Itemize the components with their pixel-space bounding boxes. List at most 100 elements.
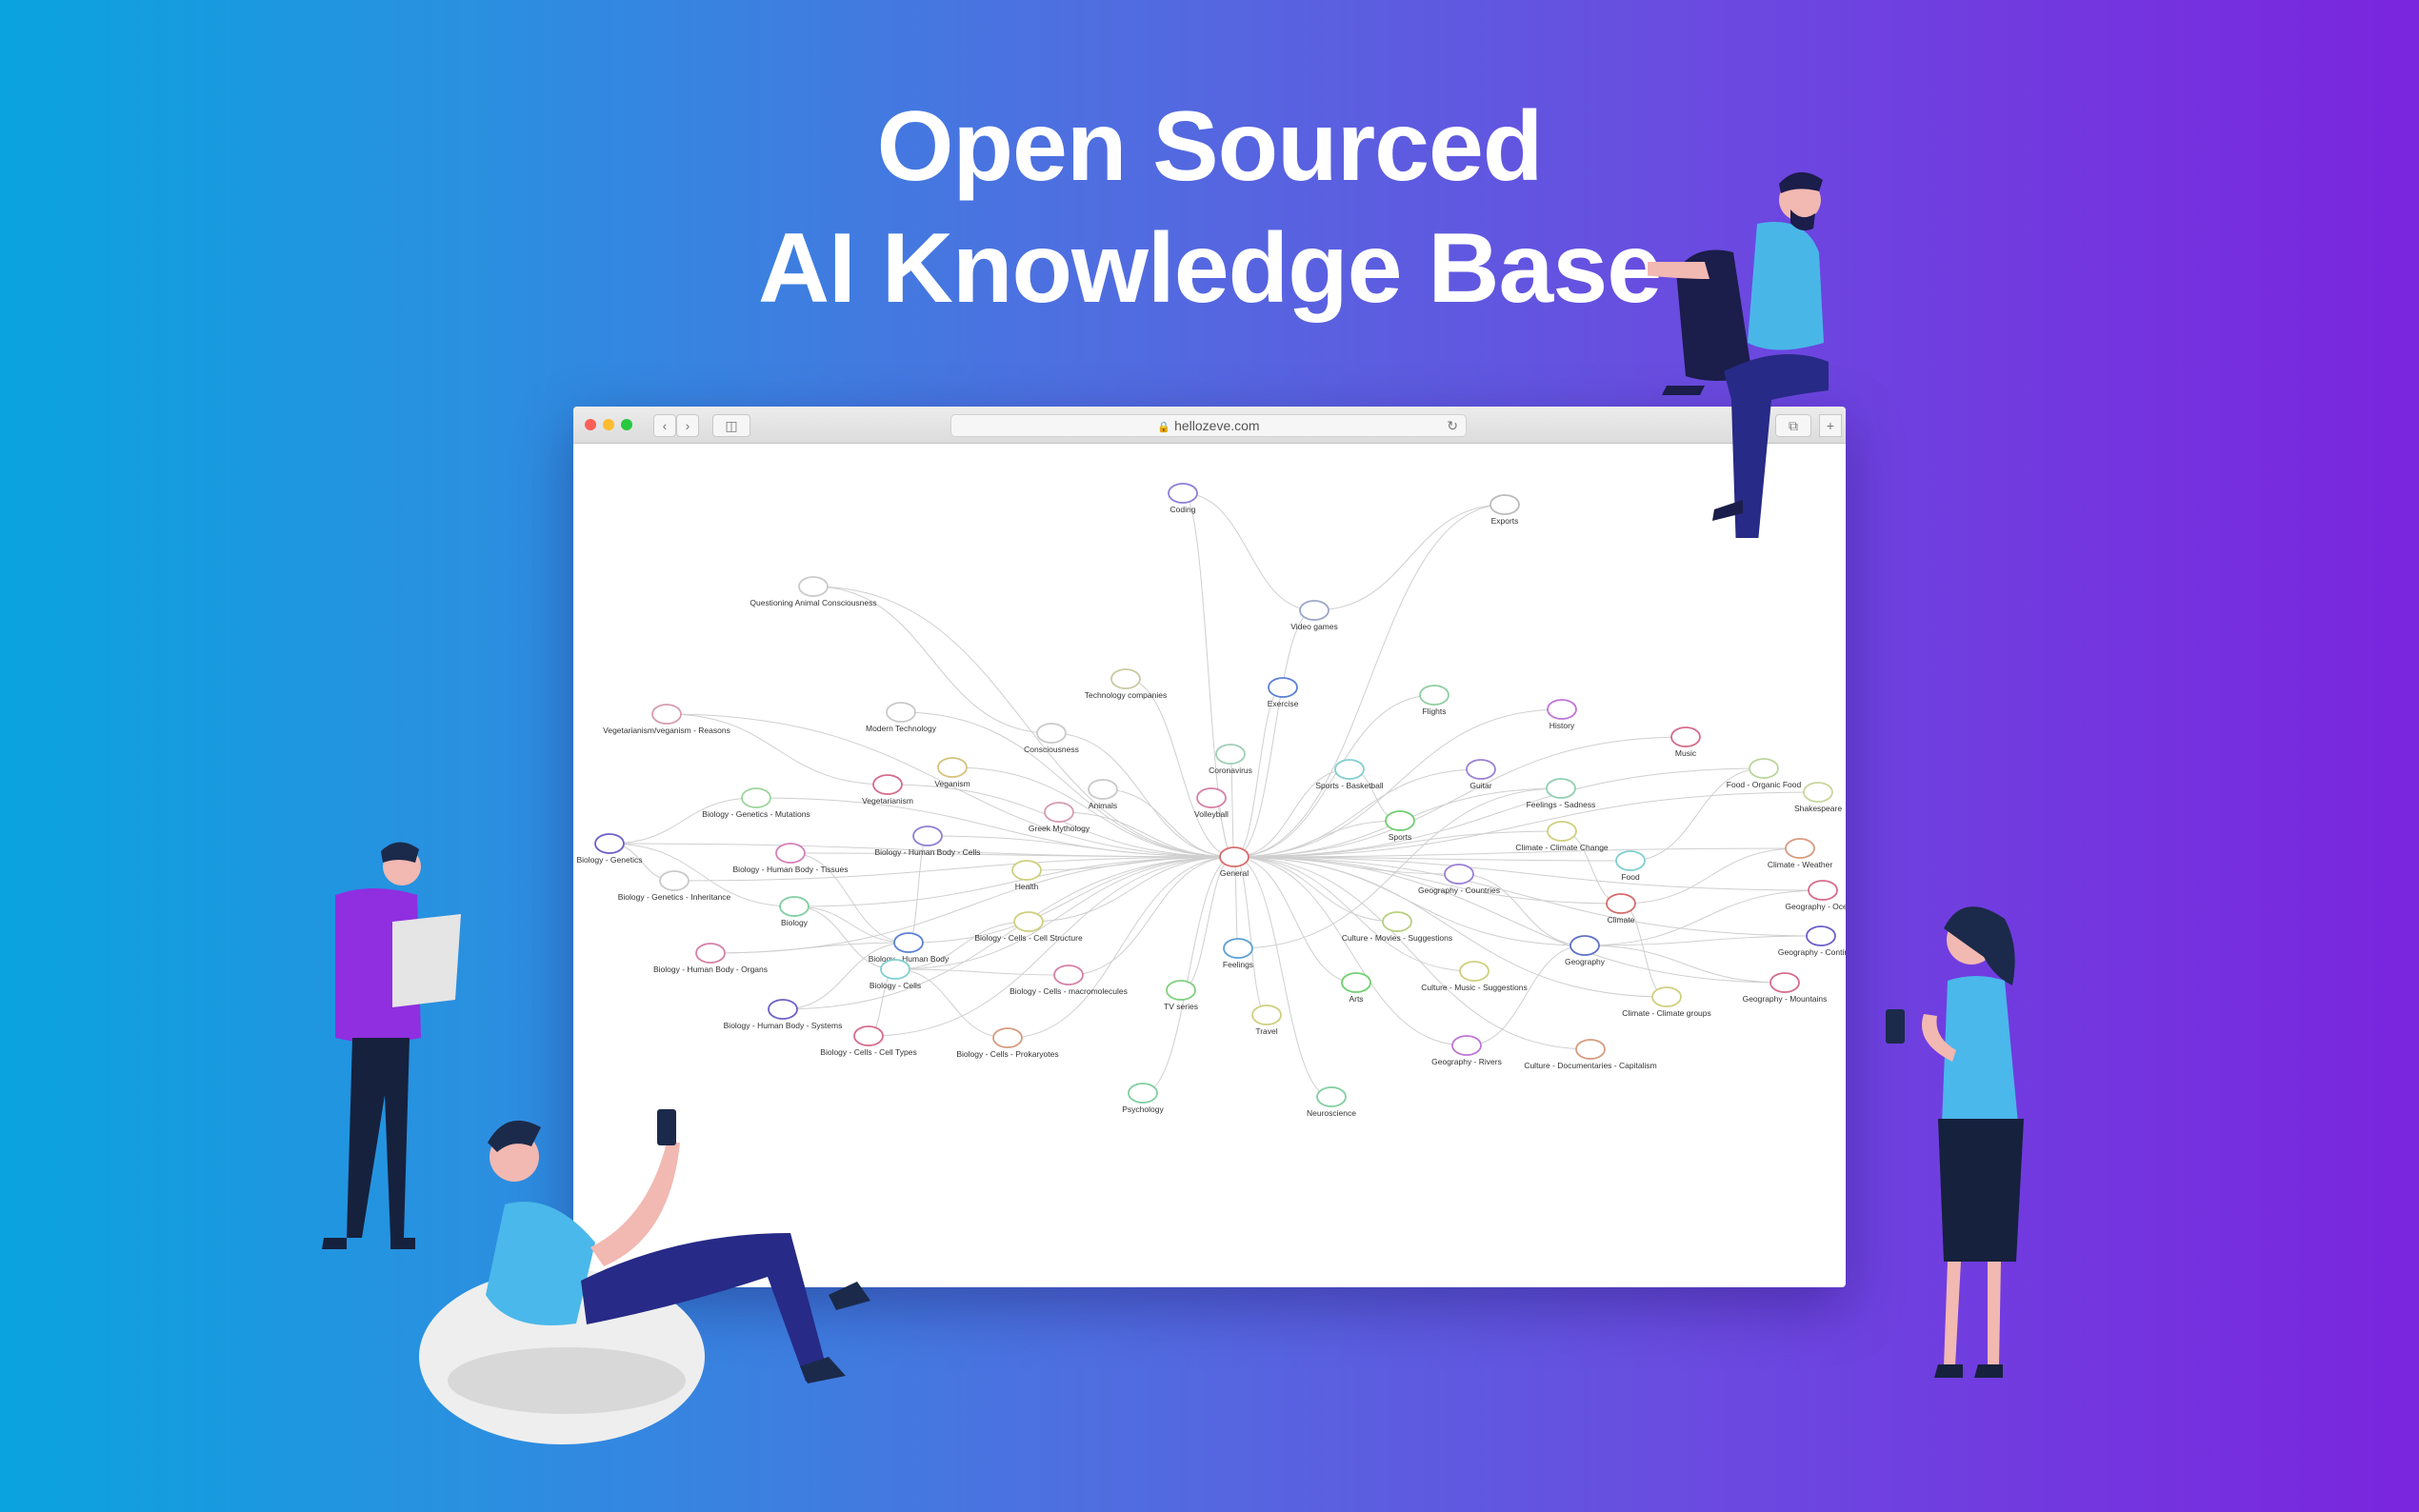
graph-node-circle[interactable]: [872, 774, 903, 795]
sidebar-toggle-button[interactable]: ◫: [712, 414, 750, 437]
graph-node-circle[interactable]: [798, 576, 829, 597]
graph-node-circle[interactable]: [1196, 787, 1227, 808]
graph-node-circle[interactable]: [853, 1025, 884, 1046]
graph-node[interactable]: Volleyball: [1194, 787, 1229, 819]
graph-node-circle[interactable]: [1044, 802, 1074, 823]
graph-node[interactable]: Neuroscience: [1307, 1086, 1356, 1118]
reload-icon[interactable]: ↻: [1447, 418, 1458, 433]
graph-node[interactable]: Biology - Human Body - Tissues: [733, 843, 849, 874]
graph-node-circle[interactable]: [1806, 925, 1836, 946]
graph-node-circle[interactable]: [1088, 779, 1118, 800]
graph-node-circle[interactable]: [1569, 935, 1600, 956]
graph-node[interactable]: Food: [1615, 850, 1646, 882]
graph-node-circle[interactable]: [1251, 1005, 1282, 1025]
graph-node-circle[interactable]: [1316, 1086, 1347, 1107]
graph-node-circle[interactable]: [594, 833, 625, 854]
graph-node[interactable]: Travel: [1251, 1005, 1282, 1036]
graph-node[interactable]: Biology - Cells - macromolecules: [1010, 965, 1128, 996]
graph-node-circle[interactable]: [1670, 726, 1701, 747]
graph-node-circle[interactable]: [880, 959, 910, 980]
graph-node-circle[interactable]: [1769, 972, 1800, 993]
graph-node-circle[interactable]: [659, 870, 690, 891]
graph-node[interactable]: Feelings - Sadness: [1527, 778, 1596, 809]
graph-node[interactable]: Biology - Human Body - Organs: [653, 943, 768, 974]
graph-node[interactable]: History: [1547, 699, 1577, 730]
graph-node[interactable]: Biology - Genetics - Mutations: [702, 787, 810, 819]
graph-node[interactable]: Biology - Cells - Cell Types: [820, 1025, 917, 1057]
graph-node[interactable]: Climate: [1606, 893, 1636, 925]
graph-node[interactable]: Climate - Weather: [1768, 838, 1833, 869]
graph-node[interactable]: TV series: [1164, 980, 1198, 1011]
graph-node-circle[interactable]: [768, 999, 798, 1020]
graph-node[interactable]: Flights: [1419, 685, 1449, 716]
graph-node[interactable]: Music: [1670, 726, 1701, 758]
graph-node-circle[interactable]: [1785, 838, 1815, 859]
graph-node[interactable]: Exports: [1489, 494, 1520, 526]
graph-node[interactable]: Biology: [779, 896, 810, 927]
graph-node-circle[interactable]: [1382, 911, 1412, 932]
graph-node-circle[interactable]: [912, 826, 943, 846]
graph-node-circle[interactable]: [1615, 850, 1646, 871]
graph-node-circle[interactable]: [1547, 699, 1577, 720]
graph-node-circle[interactable]: [1334, 759, 1365, 780]
graph-node[interactable]: Feelings: [1223, 938, 1253, 969]
graph-node-circle[interactable]: [695, 943, 726, 964]
graph-node[interactable]: Psychology: [1122, 1083, 1164, 1114]
graph-node-circle[interactable]: [1749, 758, 1779, 779]
graph-node[interactable]: General: [1219, 846, 1249, 878]
graph-node[interactable]: Modern Technology: [866, 702, 937, 733]
address-bar[interactable]: 🔒hellozeve.com ↻: [950, 414, 1467, 437]
graph-node[interactable]: Coronavirus: [1209, 744, 1252, 775]
graph-node[interactable]: Video games: [1290, 600, 1338, 631]
graph-node[interactable]: Biology - Human Body: [869, 932, 950, 964]
graph-node[interactable]: Technology companies: [1085, 668, 1167, 700]
graph-node[interactable]: Food - Organic Food: [1727, 758, 1802, 789]
graph-node[interactable]: Geography - Continents: [1778, 925, 1846, 957]
graph-node[interactable]: Geography - Mountains: [1743, 972, 1828, 1004]
graph-node[interactable]: Biology - Cells - Cell Structure: [974, 911, 1083, 943]
forward-button[interactable]: ›: [676, 414, 699, 437]
graph-node[interactable]: Greek Mythology: [1029, 802, 1090, 833]
minimize-window-button[interactable]: [603, 419, 614, 430]
graph-node-circle[interactable]: [1268, 677, 1298, 698]
graph-node-circle[interactable]: [741, 787, 771, 808]
graph-node[interactable]: Biology - Cells - Prokaryotes: [956, 1027, 1059, 1059]
graph-node-circle[interactable]: [1385, 810, 1415, 831]
graph-node[interactable]: Animals: [1088, 779, 1118, 810]
graph-node-circle[interactable]: [1341, 972, 1371, 993]
graph-node-circle[interactable]: [1489, 494, 1520, 515]
graph-node-circle[interactable]: [1546, 778, 1576, 799]
graph-node-circle[interactable]: [775, 843, 806, 864]
graph-node[interactable]: Culture - Movies - Suggestions: [1342, 911, 1452, 943]
graph-node[interactable]: Geography - Oceans: [1786, 880, 1846, 911]
graph-node-circle[interactable]: [1215, 744, 1246, 765]
graph-node[interactable]: Geography: [1565, 935, 1606, 966]
graph-node-circle[interactable]: [1606, 893, 1636, 914]
close-window-button[interactable]: [585, 419, 596, 430]
graph-node-circle[interactable]: [1128, 1083, 1158, 1104]
graph-node-circle[interactable]: [1166, 980, 1196, 1001]
graph-node[interactable]: Climate - Climate Change: [1515, 821, 1609, 852]
graph-node-circle[interactable]: [1011, 860, 1042, 881]
graph-node-circle[interactable]: [1223, 938, 1253, 959]
graph-node-circle[interactable]: [1036, 723, 1067, 744]
graph-node[interactable]: Questioning Animal Consciousness: [750, 576, 877, 607]
graph-node[interactable]: Biology - Genetics: [577, 833, 643, 865]
graph-node-circle[interactable]: [1110, 668, 1141, 689]
graph-node-circle[interactable]: [1219, 846, 1249, 867]
graph-node-circle[interactable]: [651, 704, 682, 725]
graph-node-circle[interactable]: [992, 1027, 1023, 1048]
graph-node-circle[interactable]: [1168, 483, 1198, 504]
maximize-window-button[interactable]: [621, 419, 632, 430]
graph-node[interactable]: Geography - Rivers: [1431, 1035, 1502, 1066]
graph-node[interactable]: Sports - Basketball: [1315, 759, 1384, 790]
graph-node[interactable]: Veganism: [934, 757, 970, 788]
graph-node[interactable]: Climate - Climate groups: [1622, 986, 1711, 1018]
graph-node[interactable]: Consciousness: [1024, 723, 1079, 754]
graph-node-circle[interactable]: [937, 757, 968, 778]
graph-node[interactable]: Arts: [1341, 972, 1371, 1004]
graph-node[interactable]: Geography - Countries: [1418, 864, 1500, 895]
graph-node-circle[interactable]: [1013, 911, 1044, 932]
graph-node-circle[interactable]: [1547, 821, 1577, 842]
